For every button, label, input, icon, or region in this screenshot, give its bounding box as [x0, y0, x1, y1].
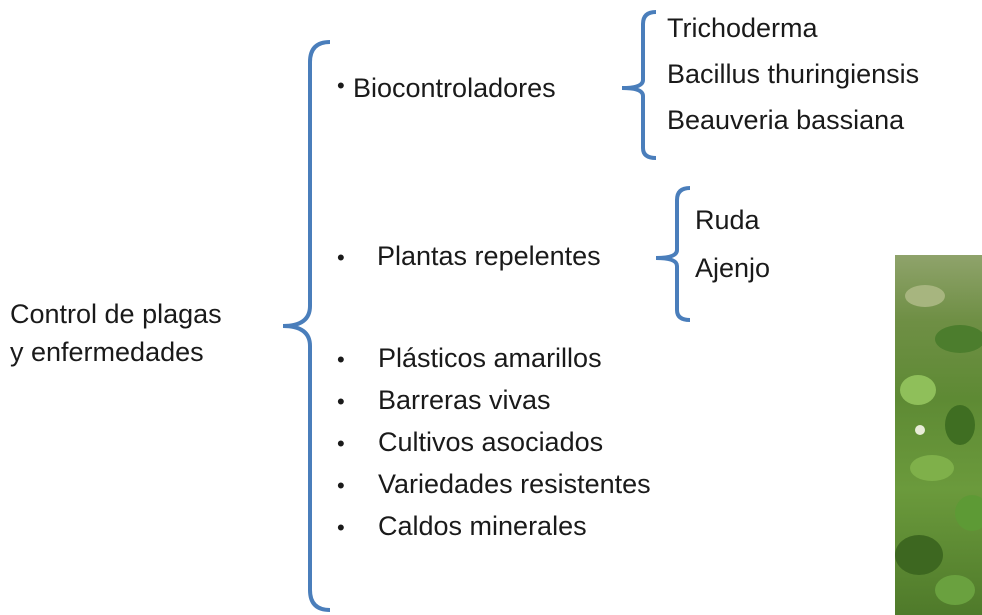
root-label-line1: Control de plagas — [10, 299, 222, 329]
group-label-plantas-repelentes: Plantas repelentes — [377, 241, 601, 271]
list-item: Variedades resistentes — [378, 469, 651, 499]
bullet-item: • — [337, 473, 345, 498]
bullet-item: • — [337, 389, 345, 414]
child-trichoderma: Trichoderma — [667, 13, 818, 43]
biocontroladores-brace — [621, 10, 657, 160]
bullet-item: • — [337, 515, 345, 540]
bullet-plantas-repelentes: • — [337, 245, 345, 270]
child-bacillus-thuringiensis: Bacillus thuringiensis — [667, 59, 920, 89]
child-ajenjo: Ajenjo — [695, 253, 771, 283]
child-beauveria-bassiana: Beauveria bassiana — [667, 105, 905, 135]
child-ruda: Ruda — [695, 205, 760, 235]
main-brace — [282, 40, 331, 612]
bullet-item: • — [337, 347, 345, 372]
root-label-line2: y enfermedades — [10, 337, 204, 367]
bullet-item: • — [337, 431, 345, 456]
list-item: Plásticos amarillos — [378, 343, 602, 373]
plantas-repelentes-brace — [655, 186, 691, 322]
crop-field-photo — [895, 255, 982, 615]
bullet-biocontroladores: • — [337, 73, 345, 98]
list-item: Cultivos asociados — [378, 427, 604, 457]
list-item: Caldos minerales — [378, 511, 587, 541]
list-item: Barreras vivas — [378, 385, 551, 415]
group-label-biocontroladores: Biocontroladores — [353, 73, 556, 103]
